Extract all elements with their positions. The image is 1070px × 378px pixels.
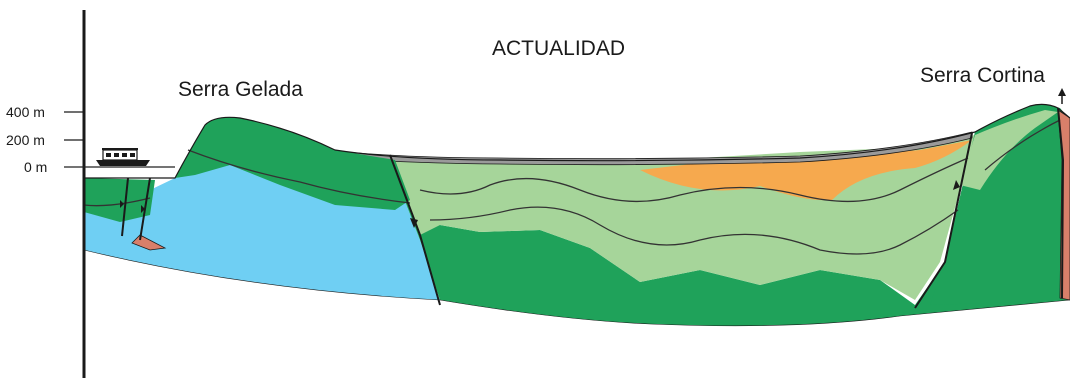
label-serra-cortina: Serra Cortina — [920, 64, 1045, 87]
dark-green-basement — [395, 105, 1070, 326]
contact-lines — [83, 119, 1061, 255]
scale-label-200: 200 m — [6, 132, 45, 148]
scale-label-0: 0 m — [24, 159, 47, 175]
topographic-profile — [84, 103, 1070, 179]
green-wedge-left — [84, 178, 155, 222]
orange-sediment-body — [640, 140, 972, 201]
serra-gelada-green-layer — [175, 117, 410, 210]
scale-ticks — [64, 111, 84, 141]
label-serra-gelada: Serra Gelada — [178, 78, 303, 101]
figure-title: ACTUALIDAD — [492, 37, 625, 60]
serra-cortina-green — [930, 104, 1070, 306]
serra-cortina-light-layer — [960, 110, 1058, 190]
scale-label-400: 400 m — [6, 104, 45, 120]
section-bottom-outline — [83, 249, 1070, 327]
boat-icon — [96, 148, 150, 166]
